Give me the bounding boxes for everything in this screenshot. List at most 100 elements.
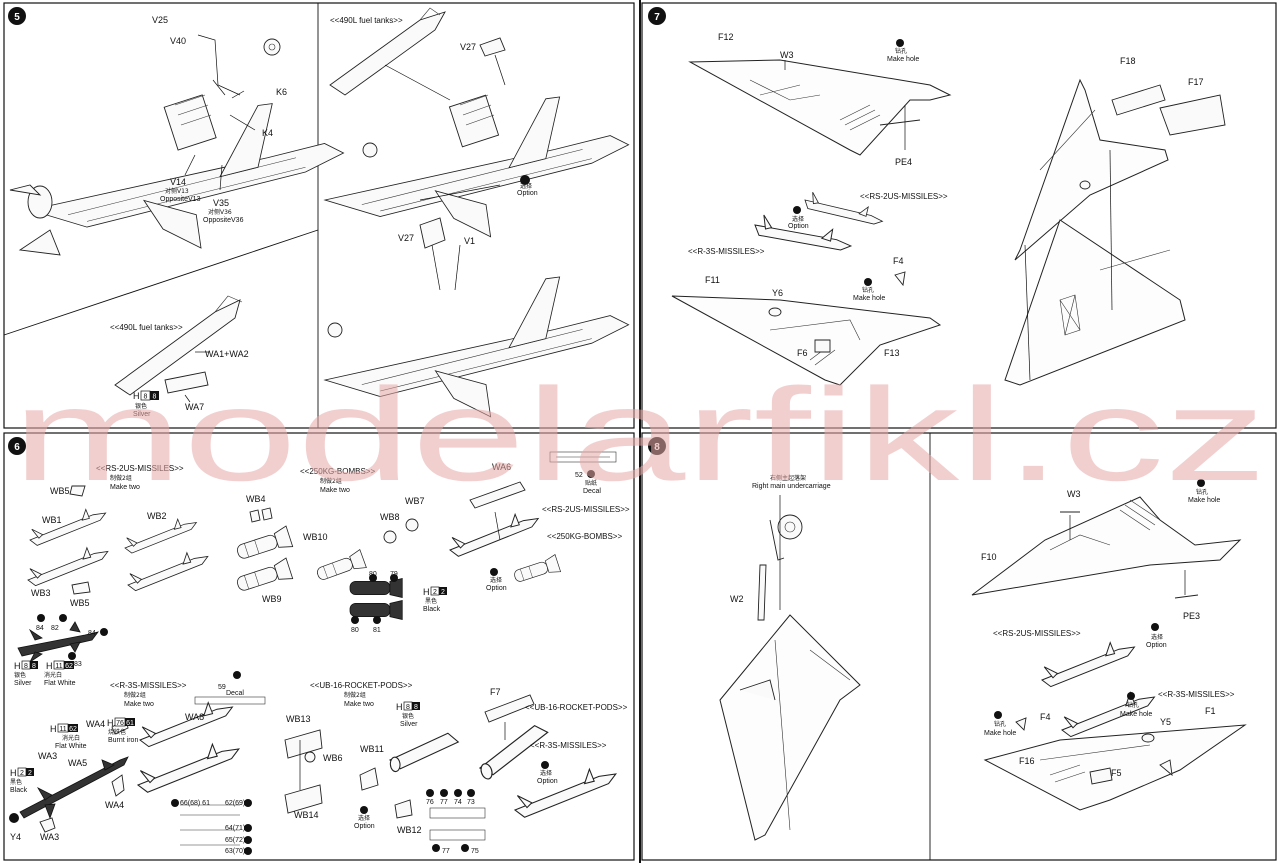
svg-text:Silver: Silver [400,721,418,728]
svg-text:64(71): 64(71) [225,825,245,832]
step6-panel-frame [3,432,635,861]
svg-text:8: 8 [654,442,660,453]
svg-text:贴纸: 贴纸 [585,479,597,487]
step7-panel-frame [641,2,1277,429]
svg-text:H: H [396,702,403,712]
step7-r3s-missile [751,192,854,281]
label-v27b: V27 [398,233,414,243]
svg-text:84: 84 [88,630,96,637]
svg-text:6: 6 [14,442,20,453]
svg-text:制做2组: 制做2组 [124,691,146,699]
label-v1: V1 [464,236,475,246]
label-opposite-v36: OppositeV36 [203,217,244,224]
label-wa5: WA5 [68,758,87,768]
label-v25: V25 [152,15,168,25]
svg-text:Black: Black [423,606,441,613]
svg-text:52: 52 [575,472,583,479]
label-wa6: WA6 [492,462,511,472]
svg-text:Flat White: Flat White [44,680,76,687]
paint-swatch-flatwhite-s6: H 11 62 消光白 Flat White [44,660,76,687]
step5-fuselage-drawing [9,38,344,256]
label-v14-cn: 对侧V13 [165,187,189,195]
drill-icon [864,278,872,286]
label-wb2: WB2 [147,511,167,521]
watermark: modelarfikl.cz [12,361,1267,508]
svg-text:61: 61 [126,720,134,727]
label-wb9: WB9 [262,594,282,604]
label-wa4b: WA4 [105,800,124,810]
step7-fuselage-wing-assembly [1004,78,1226,386]
svg-text:11: 11 [59,726,66,733]
label-wb14: WB14 [294,810,319,820]
step6-f7-pod-missile [472,694,617,818]
svg-text:消光白: 消光白 [44,671,62,679]
svg-text:黑色: 黑色 [425,597,437,605]
svg-text:Make hole: Make hole [853,295,885,302]
svg-text:Make two: Make two [320,487,350,494]
step6-rs2us-title-b: <<RS-2US-MISSILES>> [542,505,630,514]
svg-text:5: 5 [14,12,20,23]
drill-icon [896,39,904,47]
svg-text:Decal: Decal [583,488,601,495]
step6-dark-missile [17,614,108,664]
option-icon [541,761,549,769]
svg-text:2: 2 [433,589,437,596]
label-w2: W2 [730,594,744,604]
option-icon [360,806,368,814]
step5-fuel-tank-top [329,7,451,101]
step8-rmu-label: Right main undercarriage [752,483,831,490]
option-icon [1151,623,1159,631]
step6-badge: 6 [8,437,26,455]
label-f4-s8: F4 [1040,712,1051,722]
svg-text:62(69): 62(69) [225,800,245,807]
svg-text:62: 62 [65,663,73,670]
svg-text:65(72): 65(72) [225,837,245,844]
svg-text:74: 74 [454,799,462,806]
svg-text:66(68) 61: 66(68) 61 [180,800,210,807]
step6-bombs-title: <<250KG-BOMBS>> [300,467,375,476]
step8-r3s-title: <<R-3S-MISSILES>> [1158,690,1235,699]
label-wb8: WB8 [380,512,400,522]
label-wb4: WB4 [246,494,266,504]
drill-icon [994,711,1002,719]
label-wb12: WB12 [397,825,422,835]
label-f12: F12 [718,32,734,42]
svg-text:81: 81 [373,627,381,634]
step5-leader-lines [184,34,256,191]
label-f4-s7: F4 [893,256,904,266]
svg-text:77: 77 [442,848,450,855]
label-pe3: PE3 [1183,611,1200,621]
step5-panel-frame [3,2,635,429]
svg-text:84: 84 [36,625,44,632]
paint-swatch-silver-s6: H 8 8 银色 Silver [14,660,38,687]
label-wb7: WB7 [405,496,425,506]
option-icon [520,175,530,185]
svg-text:8: 8 [406,704,410,711]
label-v14: V14 [170,177,186,187]
step7-rs2us-title: <<RS-2US-MISSILES>> [860,192,948,201]
step5-badge: 5 [8,7,26,25]
svg-text:8: 8 [153,394,157,401]
step6-rs2us-parts [27,485,209,595]
label-wb10: WB10 [303,532,328,542]
option-label: Option [517,190,538,197]
svg-text:77: 77 [440,799,448,806]
label-wa3a: WA3 [38,751,57,761]
label-f5: F5 [1111,768,1122,778]
label-wb5a: WB5 [50,486,70,496]
label-f6: F6 [797,348,808,358]
step6-ub16-parts [171,729,486,855]
label-f18: F18 [1120,56,1136,66]
svg-text:烧铁色: 烧铁色 [108,728,126,736]
svg-text:2: 2 [20,770,24,777]
label-w3-s8: W3 [1067,489,1081,499]
step6-r3s-title-b: <<R-3S-MISSILES>> [530,741,607,750]
paint-swatch-silver-s5: H 8 8 银色 Silver [133,390,159,418]
step8-rmu-cn: 右侧主起落架 [770,474,806,482]
svg-text:钻孔: 钻孔 [862,286,874,294]
step6-decal-52 [549,451,617,478]
svg-text:钻孔: 钻孔 [1196,488,1208,496]
option-icon [793,206,801,214]
svg-text:选择: 选择 [540,769,552,777]
